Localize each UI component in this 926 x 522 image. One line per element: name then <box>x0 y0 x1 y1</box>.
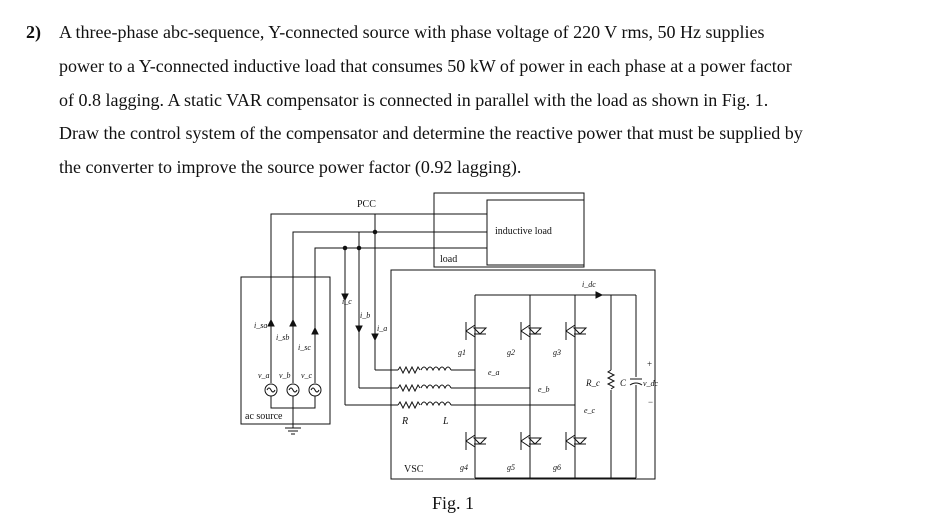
resistor-a <box>397 365 421 375</box>
problem-number: 2) <box>26 22 41 42</box>
problem-line-2: power to a Y-connected inductive load th… <box>59 56 792 76</box>
problem-line-5: the converter to improve the source powe… <box>59 157 522 177</box>
svg-text:i_b: i_b <box>360 311 370 320</box>
svg-text:v_b: v_b <box>279 371 291 380</box>
bus-line-b <box>292 231 487 341</box>
ac-source-label: ac source <box>245 411 283 422</box>
switch-g6-icon <box>565 432 588 450</box>
inductor-c <box>420 401 452 407</box>
svg-text:i_sc: i_sc <box>298 343 311 352</box>
figure-caption: Fig. 1 <box>432 493 475 513</box>
svg-text:v_c: v_c <box>301 371 313 380</box>
inductor-a <box>420 366 452 372</box>
vsc-box <box>390 269 656 480</box>
problem-line-4: Draw the control system of the compensat… <box>59 123 803 143</box>
svg-text:L: L <box>442 416 449 427</box>
svg-text:v_a: v_a <box>258 371 270 380</box>
rc-resistor <box>606 369 616 390</box>
load-label: load <box>440 254 457 265</box>
switch-g3-icon <box>565 322 588 340</box>
svg-text:g1: g1 <box>458 348 466 357</box>
svg-text:e_b: e_b <box>538 385 550 394</box>
problem-line-1: A three-phase abc-sequence, Y-connected … <box>59 22 765 42</box>
resistor-c <box>397 400 421 410</box>
bus-line-c <box>314 247 487 341</box>
svg-text:i_a: i_a <box>377 324 387 333</box>
switch-g1-icon <box>465 322 488 340</box>
pcc-label: PCC <box>357 199 376 210</box>
svg-text:v_dc: v_dc <box>643 379 659 388</box>
svg-text:g6: g6 <box>553 463 561 472</box>
svg-text:g5: g5 <box>507 463 515 472</box>
svg-text:C: C <box>620 378 627 388</box>
svg-text:R_c: R_c <box>585 378 600 388</box>
svg-text:−: − <box>648 397 653 407</box>
ac-source-box <box>240 276 331 425</box>
svg-text:i_sa: i_sa <box>254 321 267 330</box>
svg-text:+: + <box>647 359 652 369</box>
svg-text:i_c: i_c <box>342 297 352 306</box>
svg-text:e_a: e_a <box>488 368 500 377</box>
switch-g2-icon <box>520 322 543 340</box>
svg-text:i_sb: i_sb <box>276 333 289 342</box>
resistor-b <box>397 383 421 393</box>
problem-line-3: of 0.8 lagging. A static VAR compensator… <box>59 90 769 110</box>
inductive-load-label: inductive load <box>495 226 552 237</box>
vsc-label: VSC <box>404 464 424 475</box>
inductor-b <box>420 384 452 390</box>
svg-text:g4: g4 <box>460 463 468 472</box>
switch-g5-icon <box>520 432 543 450</box>
svg-text:e_c: e_c <box>584 406 596 415</box>
switch-g4-icon <box>465 432 488 450</box>
svg-text:i_dc: i_dc <box>582 280 596 289</box>
svg-text:R: R <box>401 416 408 427</box>
svg-text:g2: g2 <box>507 348 515 357</box>
bus-line-a <box>270 213 487 341</box>
svg-text:g3: g3 <box>553 348 561 357</box>
